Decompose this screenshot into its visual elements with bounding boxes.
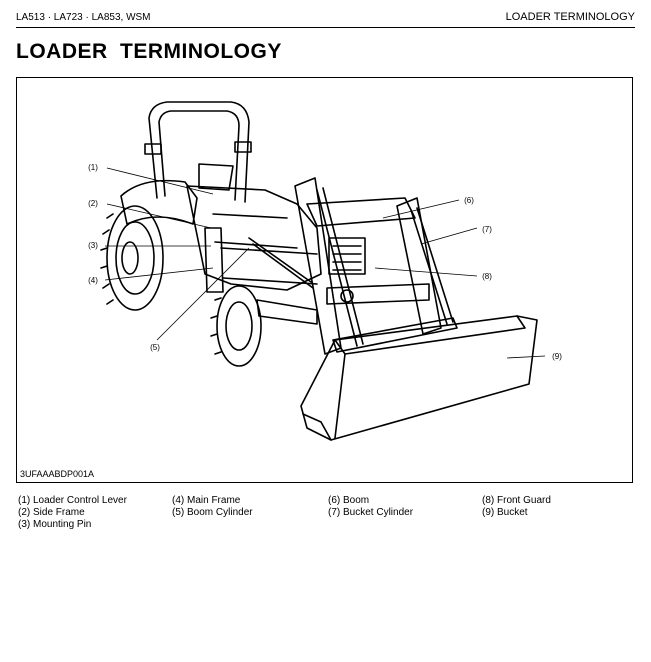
rops-mount-right xyxy=(234,141,252,153)
header-doc-id: LA513 · LA723 · LA853, WSM xyxy=(16,12,151,23)
tractor-hood xyxy=(186,185,322,291)
legend-item: (2) Side Frame xyxy=(18,507,85,518)
callout-line-5 xyxy=(156,247,250,341)
front-tire xyxy=(216,285,262,367)
bucket-cylinder-right xyxy=(410,207,454,325)
callout-line-4 xyxy=(104,267,214,281)
callout-3: (3) xyxy=(88,241,98,250)
legend-item: (1) Loader Control Lever xyxy=(18,495,127,506)
legend-item: (7) Bucket Cylinder xyxy=(328,507,414,518)
grille xyxy=(328,237,366,275)
page-title: LOADER TERMINOLOGY xyxy=(16,40,282,63)
callout-8: (8) xyxy=(482,272,492,281)
callout-line-2 xyxy=(106,203,212,229)
legend-item: (6) Boom xyxy=(328,495,370,506)
legend-item: (5) Boom Cylinder xyxy=(172,507,253,518)
callout-line-7 xyxy=(420,227,478,245)
callout-6: (6) xyxy=(464,196,474,205)
seat xyxy=(198,163,234,191)
callout-4: (4) xyxy=(88,276,98,285)
bucket xyxy=(300,315,538,441)
callout-line-8 xyxy=(374,267,478,277)
legend-item: (8) Front Guard xyxy=(482,495,551,506)
callout-7: (7) xyxy=(482,225,492,234)
figure-id: 3UFAAABDP001A xyxy=(20,469,95,479)
callout-line-1 xyxy=(106,167,214,195)
rear-tire xyxy=(106,205,164,311)
tractor-loader-illustration: (1) (2) (3) (4) (5) (6) (7) (8) (9) xyxy=(88,101,562,441)
callout-9: (9) xyxy=(552,352,562,361)
header-rule xyxy=(16,27,635,28)
callout-5: (5) xyxy=(150,343,160,352)
boom-right xyxy=(396,197,442,335)
callout-line-6 xyxy=(382,199,460,219)
rear-fender xyxy=(120,179,198,225)
header-section: LOADER TERMINOLOGY xyxy=(505,11,635,23)
rops-mount-left xyxy=(144,143,162,155)
callout-1: (1) xyxy=(88,163,98,172)
boom-left xyxy=(294,177,342,355)
bucket-cylinder-left xyxy=(316,187,364,347)
legend-item: (9) Bucket xyxy=(482,507,528,518)
legend-item: (4) Main Frame xyxy=(172,495,241,506)
front-guard xyxy=(306,197,416,227)
figure-frame: (1) (2) (3) (4) (5) (6) (7) (8) (9) 3UFA… xyxy=(16,77,633,483)
callout-line-9 xyxy=(506,355,546,359)
callout-2: (2) xyxy=(88,199,98,208)
main-frame xyxy=(204,227,224,293)
rops-frame xyxy=(148,101,250,203)
boom-cylinder-line xyxy=(248,237,314,289)
legend-item: (3) Mounting Pin xyxy=(18,519,92,530)
